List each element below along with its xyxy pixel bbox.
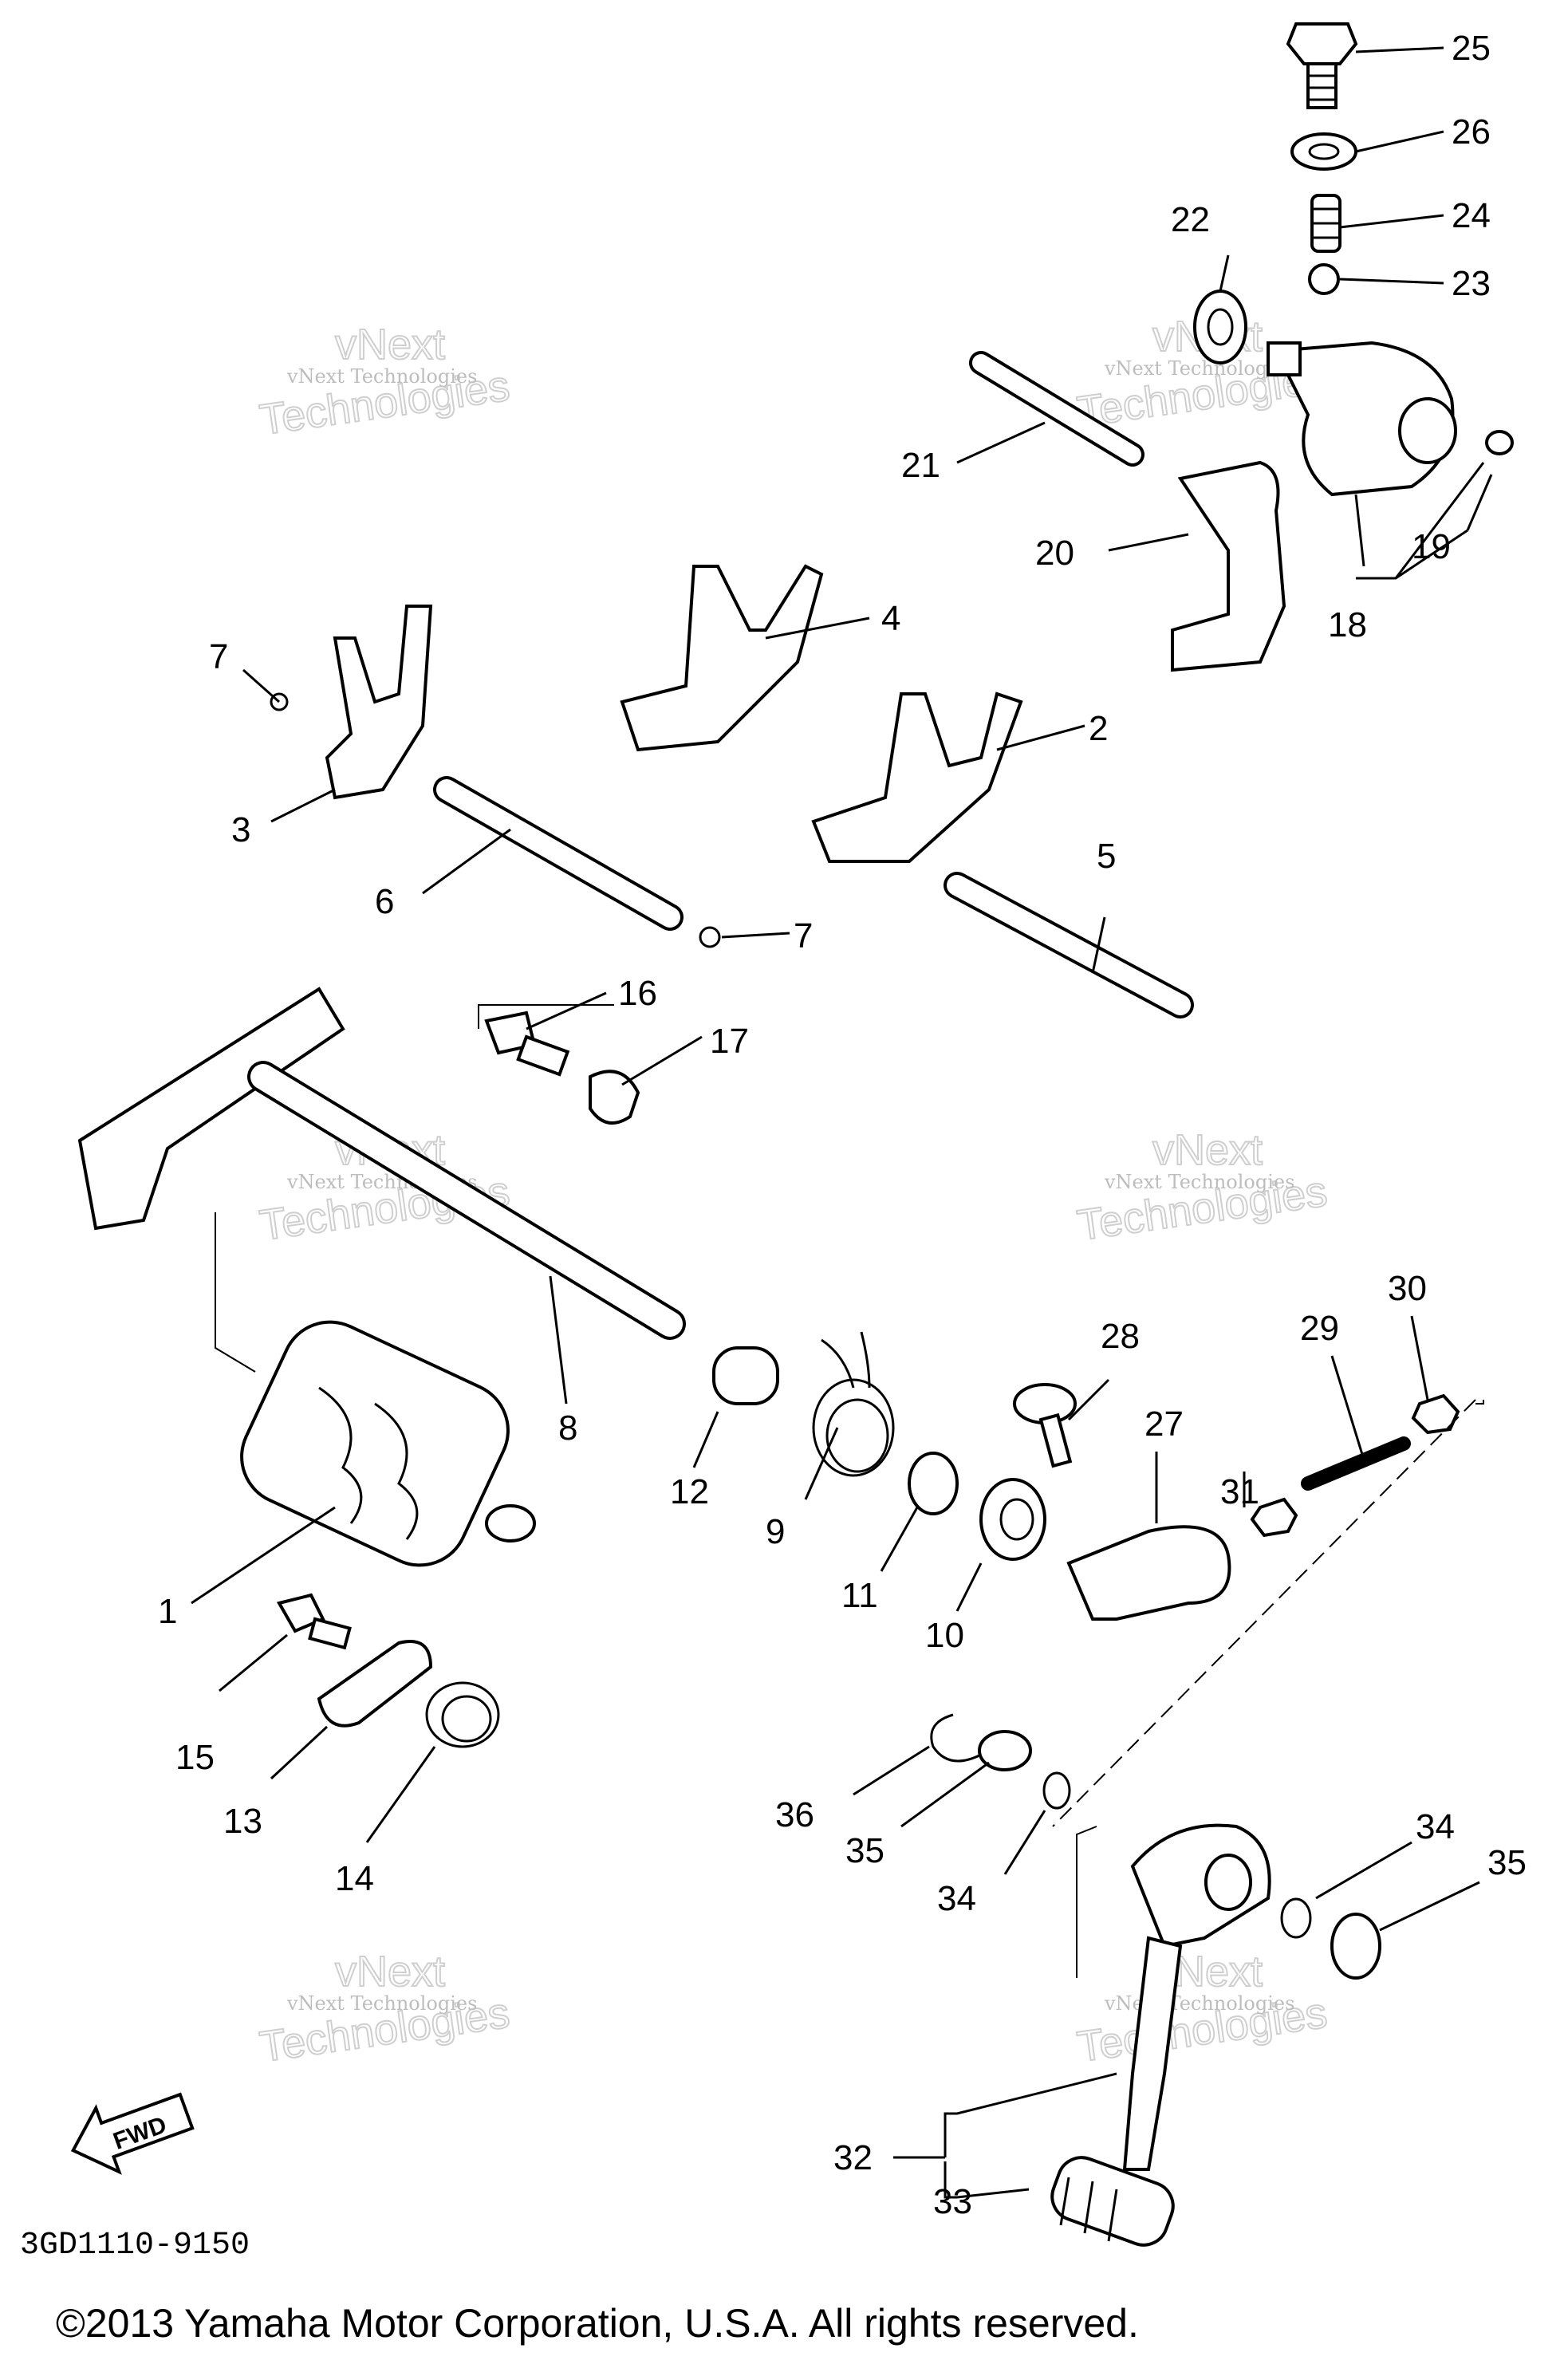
leader-lines bbox=[191, 46, 1493, 2199]
callout-21: 21 bbox=[901, 446, 940, 485]
part-26-washer bbox=[1290, 132, 1357, 171]
callout-20: 20 bbox=[1035, 534, 1074, 573]
part-33-rubber bbox=[1050, 2156, 1175, 2247]
callout-13: 13 bbox=[223, 1802, 262, 1841]
callout-3: 3 bbox=[231, 810, 250, 849]
part-14-spring bbox=[425, 1681, 500, 1748]
callout-7: 7 bbox=[209, 637, 228, 676]
part-28-bolt bbox=[1013, 1383, 1077, 1468]
callout-5: 5 bbox=[1097, 837, 1116, 876]
part-12-collar bbox=[712, 1346, 779, 1405]
part-10-seal bbox=[979, 1478, 1046, 1561]
watermark-text: vNext Technologies bbox=[286, 365, 477, 388]
watermark-text: vNext Technologies bbox=[1104, 357, 1294, 380]
callout-8: 8 bbox=[558, 1409, 577, 1448]
callout-17: 17 bbox=[710, 1022, 749, 1061]
callout-32: 32 bbox=[833, 2138, 873, 2177]
callout-1: 1 bbox=[158, 1592, 177, 1631]
copyright-notice: ©2013 Yamaha Motor Corporation, U.S.A. A… bbox=[56, 2301, 1139, 2346]
callout-35: 35 bbox=[845, 1831, 884, 1870]
part-20-fork bbox=[1171, 460, 1286, 672]
part-29-rod bbox=[1301, 1436, 1411, 1491]
watermark: vNext Technologies vNext Technologies bbox=[256, 1947, 514, 2072]
callout-27: 27 bbox=[1144, 1405, 1184, 1444]
part-2-fork bbox=[811, 691, 1023, 863]
part-11-washer bbox=[908, 1452, 959, 1515]
part-4-fork bbox=[620, 564, 824, 752]
part-8-shift-shaft bbox=[77, 987, 686, 1340]
part-3-fork bbox=[325, 605, 433, 800]
part-9-spring bbox=[812, 1331, 895, 1477]
callout-15: 15 bbox=[175, 1738, 215, 1777]
watermark: vNext Technologies vNext Technologies bbox=[1074, 1125, 1331, 1251]
part-34-o-ring bbox=[1042, 1771, 1071, 1810]
part-19-pin bbox=[1485, 430, 1514, 455]
callout-34-right: 34 bbox=[1416, 1807, 1455, 1846]
callout-31: 31 bbox=[1220, 1472, 1259, 1511]
part-34-o-ring-right bbox=[1280, 1897, 1312, 1939]
part-23-ball bbox=[1308, 263, 1340, 295]
callout-34: 34 bbox=[937, 1879, 976, 1918]
watermark-vnext: vNext bbox=[335, 321, 445, 368]
part-16-bolt bbox=[484, 1011, 570, 1077]
callout-22: 22 bbox=[1171, 200, 1210, 239]
part-25-bolt bbox=[1286, 22, 1358, 109]
callout-7-lower: 7 bbox=[794, 916, 813, 955]
watermark: vNext Technologies vNext Technologies bbox=[1074, 1947, 1331, 2072]
callout-35-right: 35 bbox=[1487, 1843, 1527, 1882]
part-7-circlip bbox=[699, 926, 721, 948]
callout-2: 2 bbox=[1089, 709, 1108, 748]
callout-6: 6 bbox=[375, 882, 394, 921]
part-35-washer-right bbox=[1330, 1913, 1381, 1980]
watermark-text: vNext Technologies bbox=[1104, 1171, 1294, 1193]
callout-14: 14 bbox=[335, 1859, 374, 1898]
callout-4: 4 bbox=[881, 599, 900, 638]
watermark-vnext: vNext bbox=[1152, 1126, 1263, 1174]
part-32-shift-pedal bbox=[1122, 1823, 1271, 2171]
part-18-segment bbox=[1267, 341, 1457, 497]
part-17-lock-washer bbox=[589, 1070, 640, 1125]
part-7-circlip-top bbox=[270, 692, 289, 711]
parts-artwork bbox=[77, 22, 1514, 2247]
part-30-nut bbox=[1411, 1393, 1460, 1435]
callout-33: 33 bbox=[933, 2182, 972, 2221]
callout-24: 24 bbox=[1452, 196, 1491, 235]
part-1-shift-drum bbox=[240, 1320, 536, 1567]
callout-23: 23 bbox=[1452, 264, 1491, 303]
part-13-lever bbox=[317, 1640, 433, 1728]
watermark-text: vNext Technologies bbox=[286, 1992, 477, 2015]
part-22-bearing bbox=[1193, 290, 1247, 364]
part-15-bolt bbox=[276, 1593, 352, 1650]
callout-11: 11 bbox=[841, 1576, 878, 1615]
part-31-nut bbox=[1250, 1497, 1298, 1538]
callout-19: 19 bbox=[1412, 527, 1451, 566]
part-6-shaft bbox=[433, 776, 684, 931]
callout-25: 25 bbox=[1452, 29, 1491, 68]
part-24-spring bbox=[1310, 194, 1341, 253]
callout-18: 18 bbox=[1328, 605, 1367, 644]
callout-26: 26 bbox=[1452, 112, 1491, 152]
callout-10: 10 bbox=[925, 1616, 964, 1655]
part-21-shaft bbox=[969, 351, 1144, 467]
watermark-text: vNext Technologies bbox=[1104, 1992, 1294, 2015]
fwd-arrow-icon: FWD bbox=[70, 2092, 195, 2175]
callout-labels: 25 26 22 24 23 21 20 19 18 7 4 2 3 6 5 7… bbox=[158, 29, 1527, 2221]
part-5-shaft bbox=[944, 872, 1194, 1018]
part-code: 3GD1110-9150 bbox=[20, 2228, 250, 2264]
callout-9: 9 bbox=[766, 1512, 785, 1551]
callout-12: 12 bbox=[670, 1472, 709, 1511]
callout-30: 30 bbox=[1388, 1269, 1427, 1308]
part-36-circlip bbox=[930, 1713, 982, 1763]
watermark: vNext Technologies vNext Technologies bbox=[256, 320, 514, 445]
part-35-washer bbox=[978, 1730, 1032, 1771]
callout-29: 29 bbox=[1300, 1309, 1339, 1348]
callout-28: 28 bbox=[1101, 1317, 1140, 1356]
callout-16: 16 bbox=[618, 974, 657, 1013]
watermark-vnext: vNext bbox=[335, 1948, 445, 1996]
part-27-shift-arm bbox=[1066, 1525, 1231, 1621]
callout-36: 36 bbox=[775, 1795, 814, 1834]
